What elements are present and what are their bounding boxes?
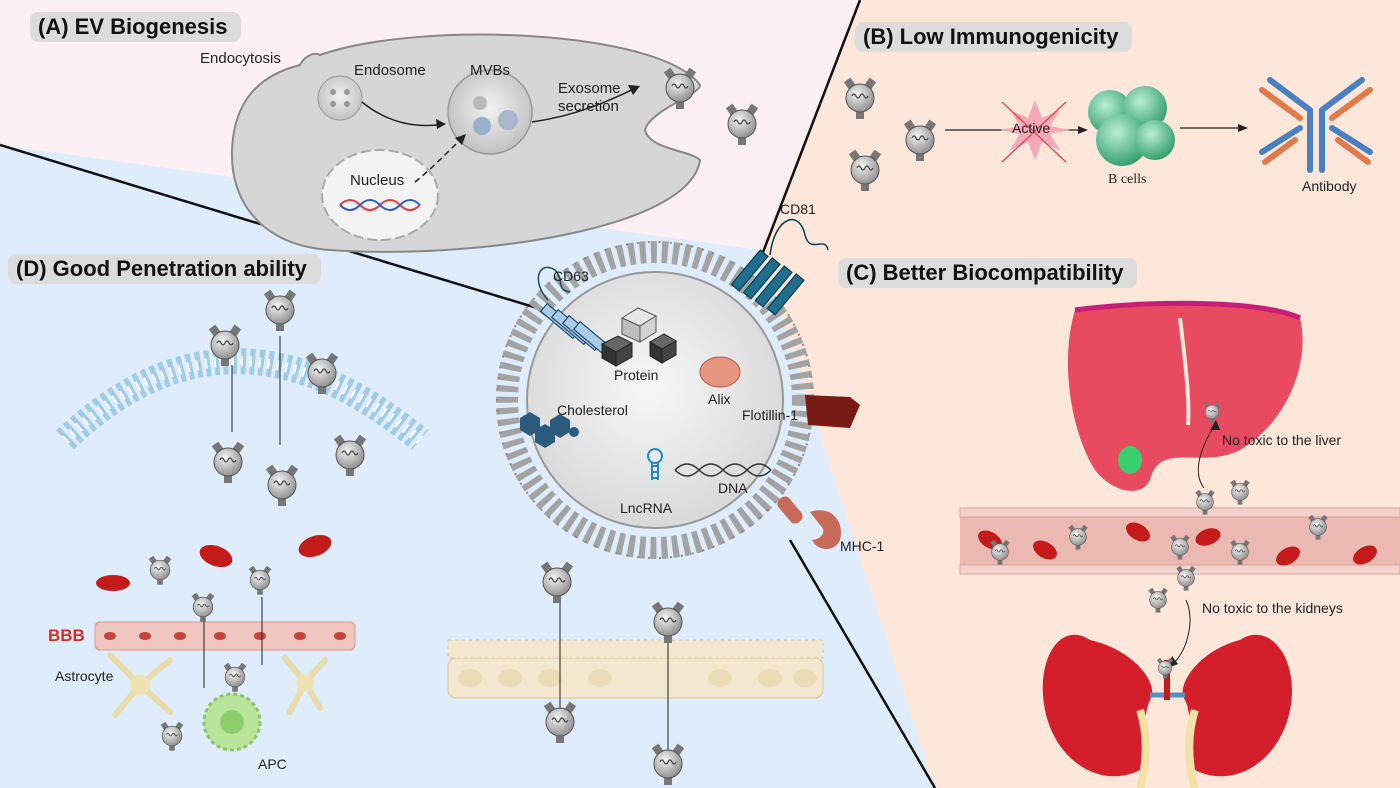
bbb-label: BBB xyxy=(48,626,85,645)
b-cells-label: B cells xyxy=(1108,172,1147,187)
panel-b-title: (B) Low Immunogenicity xyxy=(855,22,1133,52)
nucleus-label: Nucleus xyxy=(350,172,405,189)
astrocyte-label: Astrocyte xyxy=(55,668,114,684)
dna-label: DNA xyxy=(718,480,748,496)
apc-label: APC xyxy=(258,756,287,772)
lncrna-label: LncRNA xyxy=(620,500,673,516)
panel-d-title: (D) Good Penetration ability xyxy=(8,254,321,284)
liver-note: No toxic to the liver xyxy=(1222,432,1342,448)
cholesterol-label: Cholesterol xyxy=(557,402,628,418)
active-label: Active xyxy=(1012,120,1051,136)
mvbs-label: MVBs xyxy=(470,62,511,79)
protein-label: Protein xyxy=(614,367,659,383)
mhc-label: MHC-1 xyxy=(840,538,885,554)
kidney-note: No toxic to the kidneys xyxy=(1202,600,1343,616)
exosome-secretion-label-line1: Exosome xyxy=(558,80,621,97)
cd63-label: CD63 xyxy=(553,268,589,284)
panel-c-title: (C) Better Biocompatibility xyxy=(838,258,1138,288)
exosome-secretion-label-line2: secretion xyxy=(558,98,619,115)
alix-label: Alix xyxy=(708,391,731,407)
endosome-label: Endosome xyxy=(354,62,426,79)
antibody-label: Antibody xyxy=(1302,178,1357,194)
panel-a-title: (A) EV Biogenesis xyxy=(30,12,242,42)
endocytosis-label: Endocytosis xyxy=(200,50,281,67)
flotillin-label: Flotillin-1 xyxy=(742,407,799,423)
cd81-label: CD81 xyxy=(780,201,816,217)
